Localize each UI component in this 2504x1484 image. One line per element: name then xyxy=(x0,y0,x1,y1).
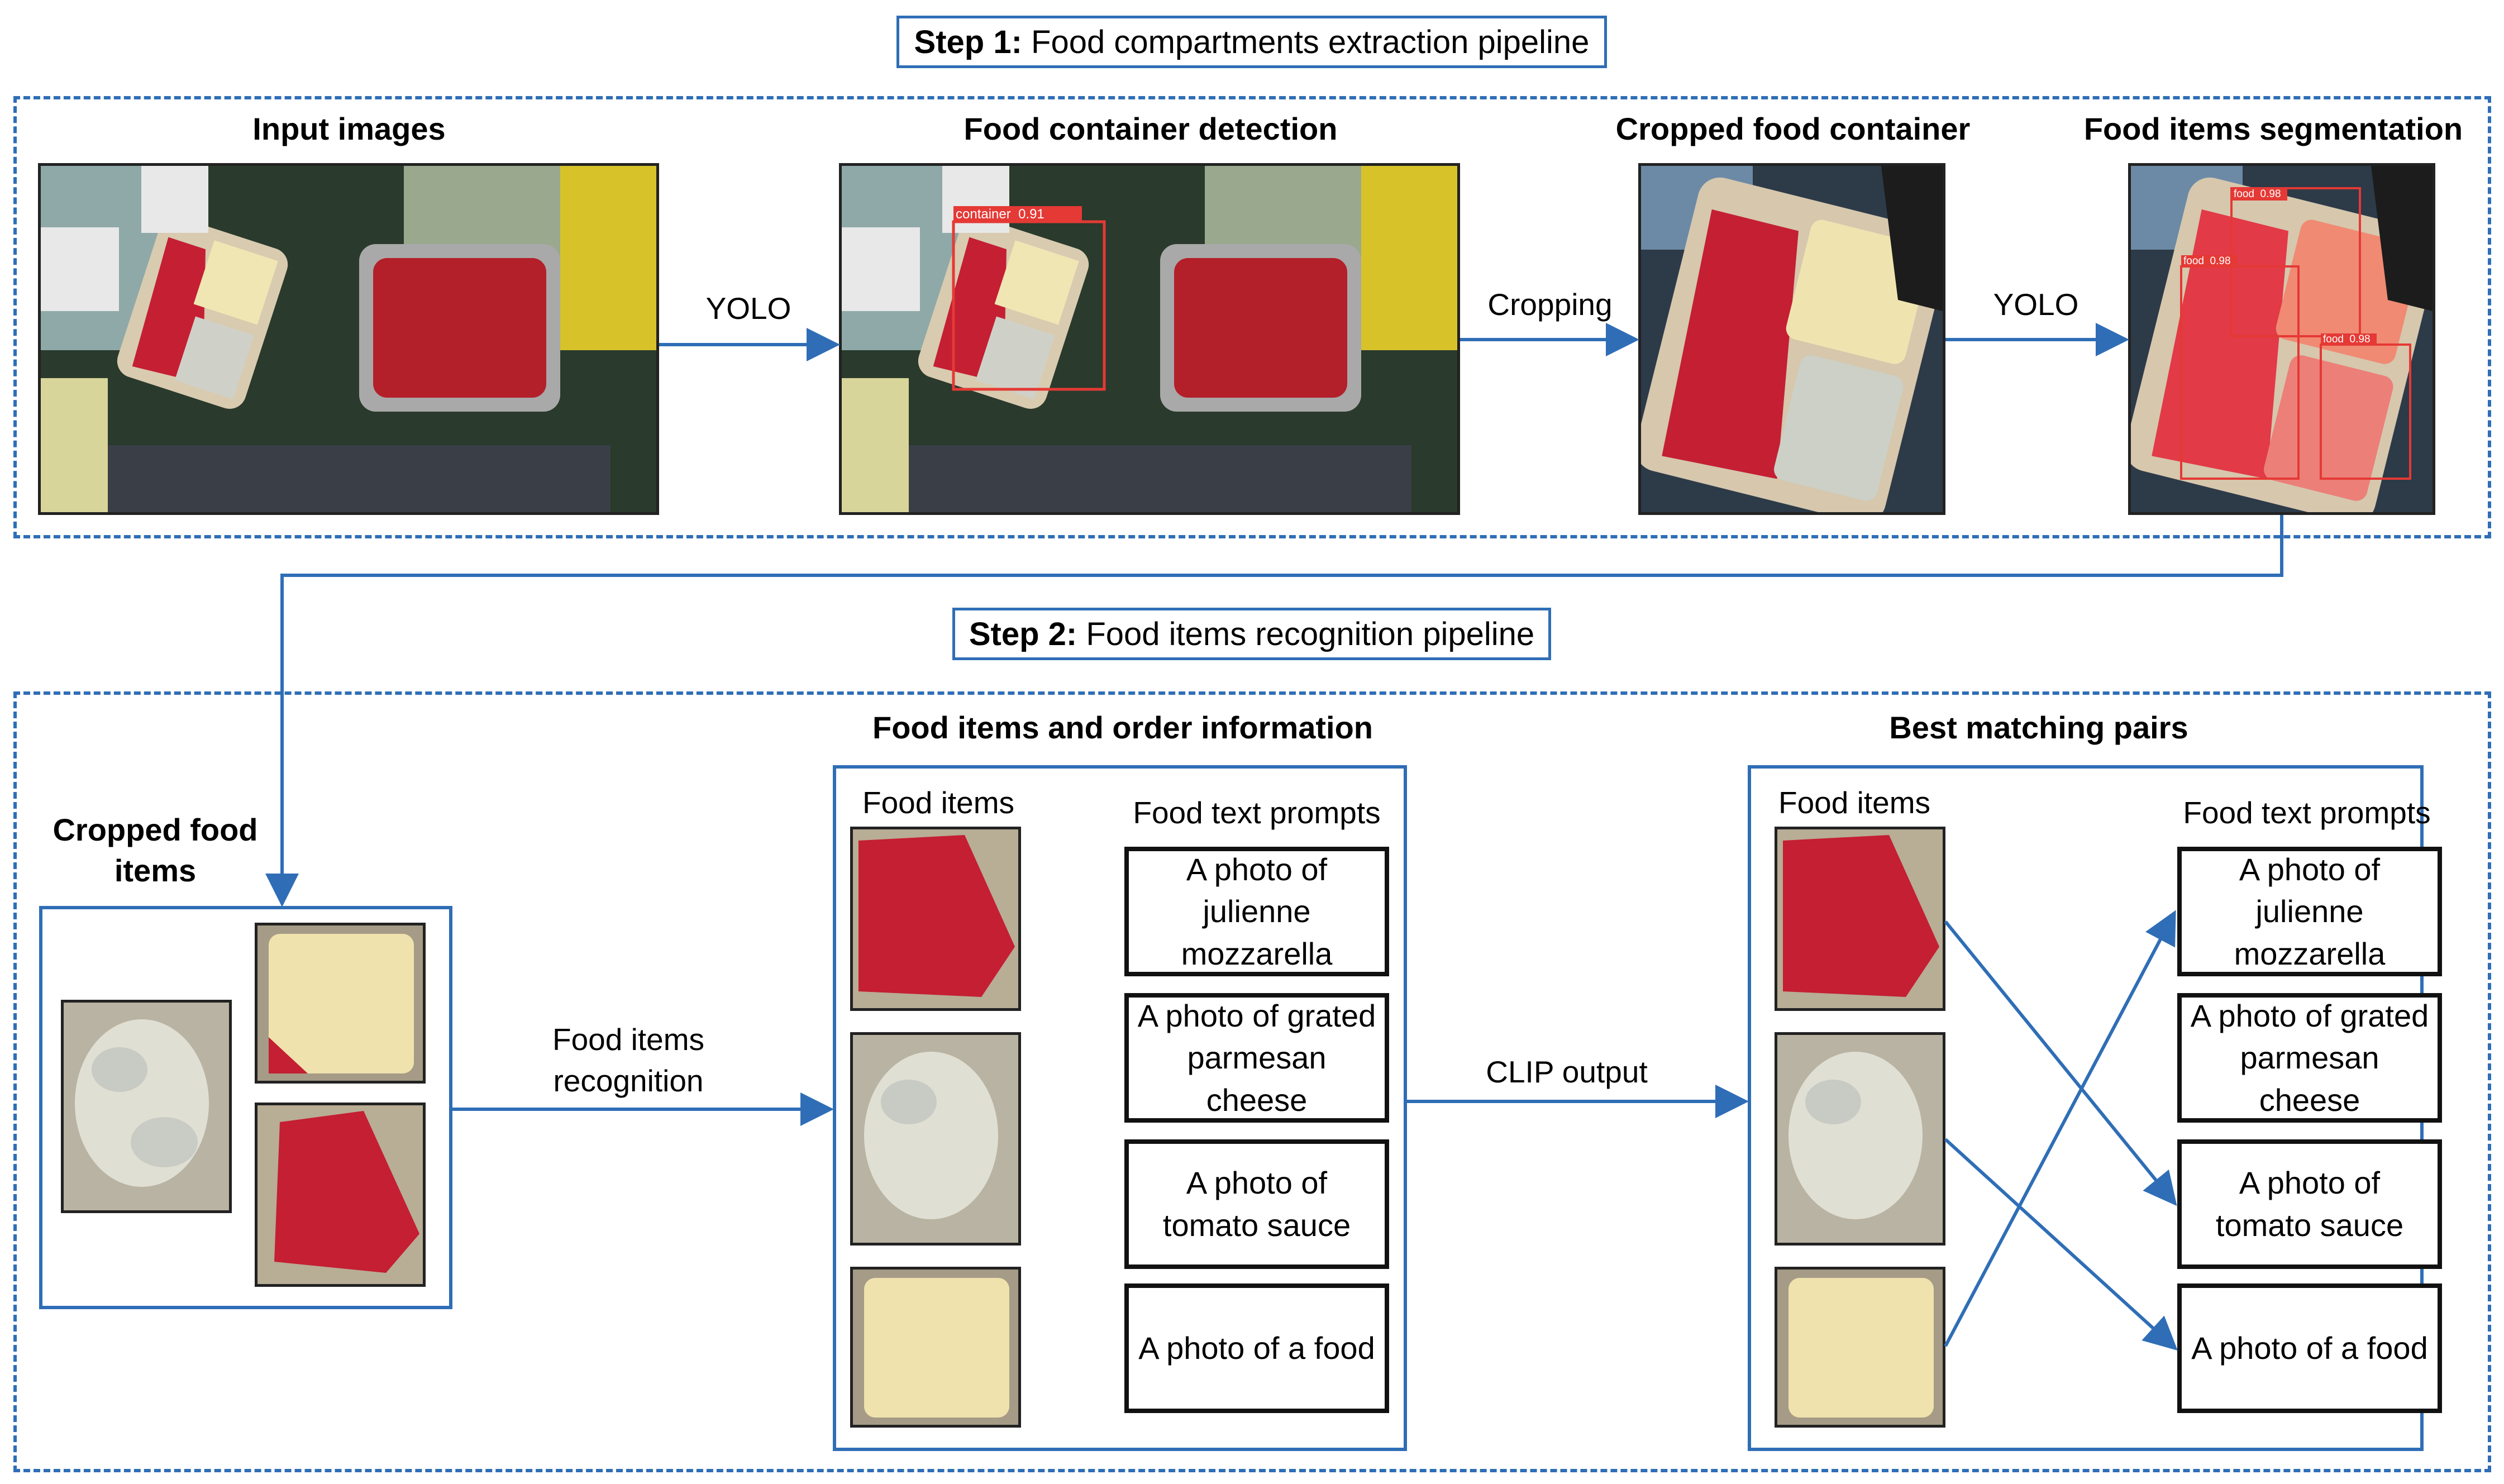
panel-right-prompt-food: A photo of a food xyxy=(2177,1283,2442,1413)
panel-right-prompt-tomato: A photo of tomato sauce xyxy=(2177,1139,2442,1269)
seg-box-label-2: food 0.98 xyxy=(2183,255,2231,267)
detection-image: container 0.91 xyxy=(839,163,1460,515)
panel-left-prompt-parmesan: A photo of grated parmesan cheese xyxy=(1124,993,1389,1123)
segmentation-image: food 0.98 food 0.98 food 0.98 xyxy=(2128,163,2435,515)
panel-left-title: Food items and order information xyxy=(872,710,1373,745)
detection-box-label: container 0.91 xyxy=(956,207,1044,222)
seg-box-label-1: food 0.98 xyxy=(2234,188,2281,200)
step2-title: Step 2: Food items recognition pipeline xyxy=(952,608,1551,660)
panel-left-items-label: Food items xyxy=(862,785,1015,820)
panel-right-items-label: Food items xyxy=(1778,785,1931,820)
cropped-item-mozzarella xyxy=(255,923,426,1084)
arrow-label-yolo-1: YOLO xyxy=(705,291,791,326)
panel-right-prompt-mozzarella: A photo of julienne mozzarella xyxy=(2177,847,2442,976)
step1-title: Step 1: Food compartments extraction pip… xyxy=(896,16,1607,68)
input-image xyxy=(38,163,659,515)
panel-right-item-cheese xyxy=(1775,1032,1945,1246)
panel-right-title: Best matching pairs xyxy=(1889,710,2188,745)
step2-title-text: Food items recognition pipeline xyxy=(1077,615,1535,652)
header-food-container-detection: Food container detection xyxy=(964,111,1338,146)
cropped-food-items-label: Cropped food items xyxy=(53,812,258,888)
panel-right-prompt-parmesan: A photo of grated parmesan cheese xyxy=(2177,993,2442,1123)
cropped-food-items-box xyxy=(39,906,452,1309)
panel-left-item-cheese xyxy=(850,1032,1021,1246)
panel-right-item-mozzarella xyxy=(1775,1267,1945,1428)
panel-left-prompt-tomato: A photo of tomato sauce xyxy=(1124,1139,1389,1269)
seg-box-label-3: food 0.98 xyxy=(2323,333,2371,345)
panel-left-item-tomato xyxy=(850,827,1021,1011)
panel-left-prompt-food: A photo of a food xyxy=(1124,1283,1389,1413)
header-input-images: Input images xyxy=(252,111,446,146)
panel-left-prompt-mozzarella: A photo of julienne mozzarella xyxy=(1124,847,1389,976)
step1-title-text: Food compartments extraction pipeline xyxy=(1022,23,1590,60)
panel-right-prompts-label: Food text prompts xyxy=(2183,795,2431,830)
arrow-label-clip-output: CLIP output xyxy=(1486,1054,1648,1089)
arrow-label-cropping: Cropping xyxy=(1487,287,1613,322)
arrow-label-yolo-2: YOLO xyxy=(1993,287,2079,322)
panel-left-prompts-label: Food text prompts xyxy=(1133,795,1381,830)
step1-title-bold: Step 1: xyxy=(914,23,1022,60)
step2-title-bold: Step 2: xyxy=(969,615,1077,652)
cropped-item-tomato xyxy=(255,1103,426,1287)
header-food-items-segmentation: Food items segmentation xyxy=(2083,111,2463,146)
cropped-item-cheese xyxy=(61,1000,232,1213)
panel-right-item-tomato xyxy=(1775,827,1945,1011)
panel-left-item-mozzarella xyxy=(850,1267,1021,1428)
arrow-label-food-items-recognition: Food items recognition xyxy=(552,1022,705,1099)
cropped-container-image xyxy=(1638,163,1945,515)
header-cropped-food-container: Cropped food container xyxy=(1615,111,1971,146)
